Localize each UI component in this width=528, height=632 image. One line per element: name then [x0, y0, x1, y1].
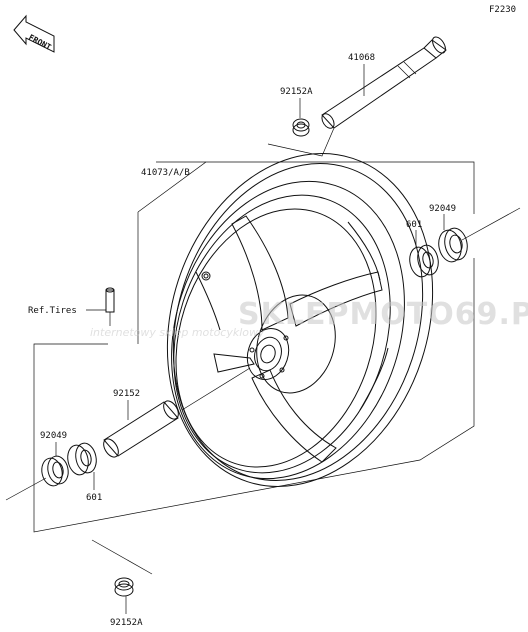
axis-line-left	[5, 477, 47, 501]
collar-long-part	[103, 400, 179, 458]
label-92152: 92152	[113, 389, 140, 399]
bearing-left-part	[67, 442, 97, 476]
collar-bottom-part	[114, 577, 134, 597]
front-label: FRONT	[27, 33, 53, 52]
seal-right-part	[438, 227, 468, 263]
label-92049-left: 92049	[40, 431, 67, 441]
wheel-spokes	[195, 215, 389, 463]
valve-part	[105, 287, 115, 326]
watermark-brand: SKLEPMOTO69.PL	[238, 297, 528, 332]
axis-line-bottom	[91, 539, 153, 575]
seal-left-part	[41, 455, 69, 487]
axis-line-right	[461, 207, 521, 241]
frame-top	[137, 161, 475, 214]
label-601-left: 601	[86, 493, 102, 503]
watermark-tagline: internetowy sklep motocyklowy	[90, 326, 265, 339]
frame-bottom	[33, 258, 475, 533]
watermark: SKLEPMOTO69.PL internetowy sklep motocyk…	[90, 297, 528, 339]
axis-line-top	[267, 127, 335, 157]
label-601-right: 601	[406, 220, 422, 230]
label-92152A-bottom: 92152A	[110, 618, 143, 628]
label-41068: 41068	[348, 53, 375, 63]
axle-part	[321, 36, 447, 129]
wheel-rim-part	[166, 153, 434, 487]
label-41073: 41073/A/B	[141, 168, 190, 178]
collar-top-part	[292, 118, 310, 137]
wheel-hub	[201, 271, 336, 394]
label-92152A-top: 92152A	[280, 87, 313, 97]
front-arrow-icon: FRONT	[13, 14, 55, 53]
axis-line-center	[181, 367, 251, 411]
bearing-right-part	[409, 244, 439, 278]
label-92049-right: 92049	[429, 204, 456, 214]
label-ref-tires: Ref.Tires	[28, 306, 77, 316]
page-code: F2230	[489, 5, 516, 15]
